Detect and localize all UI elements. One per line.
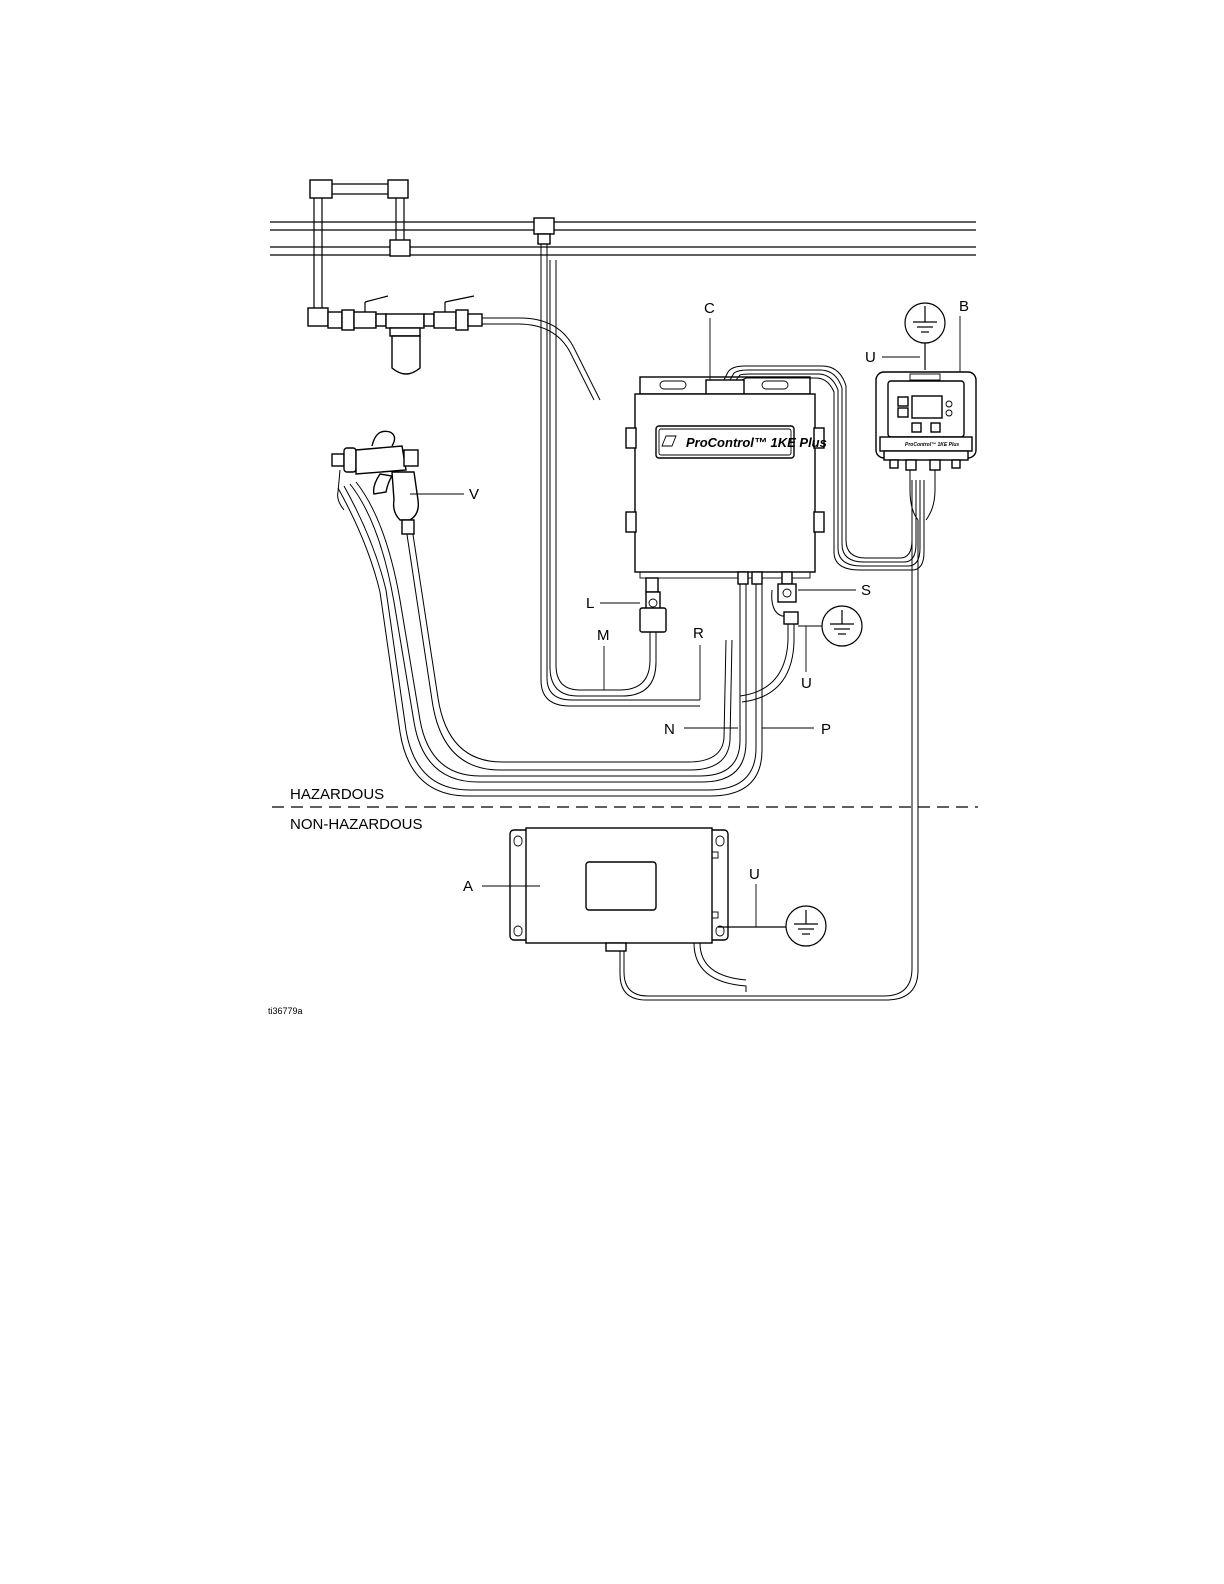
label-v: V bbox=[469, 486, 479, 503]
label-u-bottom: U bbox=[749, 866, 760, 883]
label-r: R bbox=[693, 625, 704, 642]
label-l: L bbox=[586, 595, 594, 612]
header-tee bbox=[534, 218, 554, 244]
label-n: N bbox=[664, 721, 675, 738]
label-u-mid: U bbox=[801, 675, 812, 692]
main-unit-brand-label: ProControl™ 1KE Plus bbox=[686, 435, 827, 450]
label-a: A bbox=[463, 878, 473, 895]
filter-valve-assembly bbox=[328, 296, 482, 374]
display-unit: ProControl™ 1KE Plus bbox=[876, 372, 976, 470]
zone-hazardous: HAZARDOUS bbox=[290, 786, 384, 803]
ground-symbol-power bbox=[786, 906, 826, 946]
ground-symbol-display bbox=[905, 303, 945, 370]
air-header-pipes bbox=[270, 222, 976, 255]
label-s: S bbox=[861, 582, 871, 599]
regulator-l bbox=[640, 592, 666, 632]
spray-gun bbox=[332, 431, 418, 534]
label-b: B bbox=[959, 298, 969, 315]
zone-non-hazardous: NON-HAZARDOUS bbox=[290, 816, 423, 833]
display-unit-brand-label: ProControl™ 1KE Plus bbox=[905, 442, 959, 448]
label-m: M bbox=[597, 627, 610, 644]
air-drop-loop bbox=[308, 180, 410, 326]
label-u-top: U bbox=[865, 349, 876, 366]
label-p: P bbox=[821, 721, 831, 738]
figure-id: ti36779a bbox=[268, 1006, 303, 1016]
power-supply-unit bbox=[510, 828, 786, 992]
ground-symbol-main bbox=[822, 606, 862, 646]
main-control-unit: ProControl™ 1KE Plus bbox=[626, 377, 827, 578]
main-unit-bottom-fittings bbox=[646, 572, 796, 602]
label-c: C bbox=[704, 300, 715, 317]
